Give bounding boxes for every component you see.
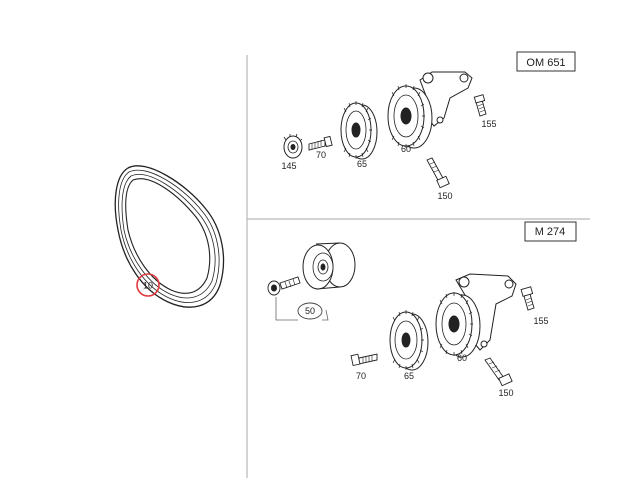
m274-callout-70: 70 (356, 371, 366, 381)
belt-callout-highlight (136, 273, 160, 297)
m274-callout-150: 150 (498, 388, 513, 398)
belt-callout-number: 10 (143, 281, 153, 291)
om651-pulley-65[interactable] (340, 101, 378, 160)
om651-callout-70: 70 (316, 150, 326, 160)
m274-callout-155: 155 (533, 316, 548, 326)
om651-callout-65: 65 (357, 159, 367, 169)
om651-callout-145: 145 (281, 161, 296, 171)
om651-tensioner-60[interactable] (387, 84, 433, 149)
serpentine-belt[interactable] (114, 165, 225, 308)
section-label-om651-text: OM 651 (526, 57, 565, 69)
om651-tensioner-bracket[interactable] (419, 71, 473, 127)
section-label-om651: OM 651 (516, 51, 576, 72)
m274-callout-50: 50 (297, 302, 323, 320)
om651-bolt-155[interactable] (473, 94, 487, 117)
om651-bolt-150[interactable] (426, 157, 450, 189)
m274-pulley-65[interactable] (389, 310, 429, 371)
m274-callout-60: 60 (457, 353, 467, 363)
m274-bolt-150[interactable] (484, 357, 513, 387)
om651-bolt-70[interactable] (308, 135, 333, 151)
om651-callout-155: 155 (481, 119, 496, 129)
section-label-m274-text: M 274 (535, 226, 566, 238)
m274-bolt-155[interactable] (520, 286, 535, 311)
m274-tensioner-60[interactable] (435, 292, 481, 358)
section-label-m274: M 274 (524, 221, 577, 242)
m274-callout-65: 65 (404, 371, 414, 381)
om651-small-idler[interactable] (283, 133, 303, 159)
m274-callout-50-number: 50 (305, 306, 315, 316)
om651-callout-150: 150 (437, 191, 452, 201)
om651-callout-60: 60 (401, 144, 411, 154)
m274-callout-50-bracket (275, 297, 329, 321)
m274-idler-pulley[interactable] (302, 242, 356, 290)
m274-idler-bolt[interactable] (267, 276, 301, 296)
m274-bolt-70[interactable] (350, 353, 378, 367)
belt-callout: 10 (136, 273, 160, 297)
